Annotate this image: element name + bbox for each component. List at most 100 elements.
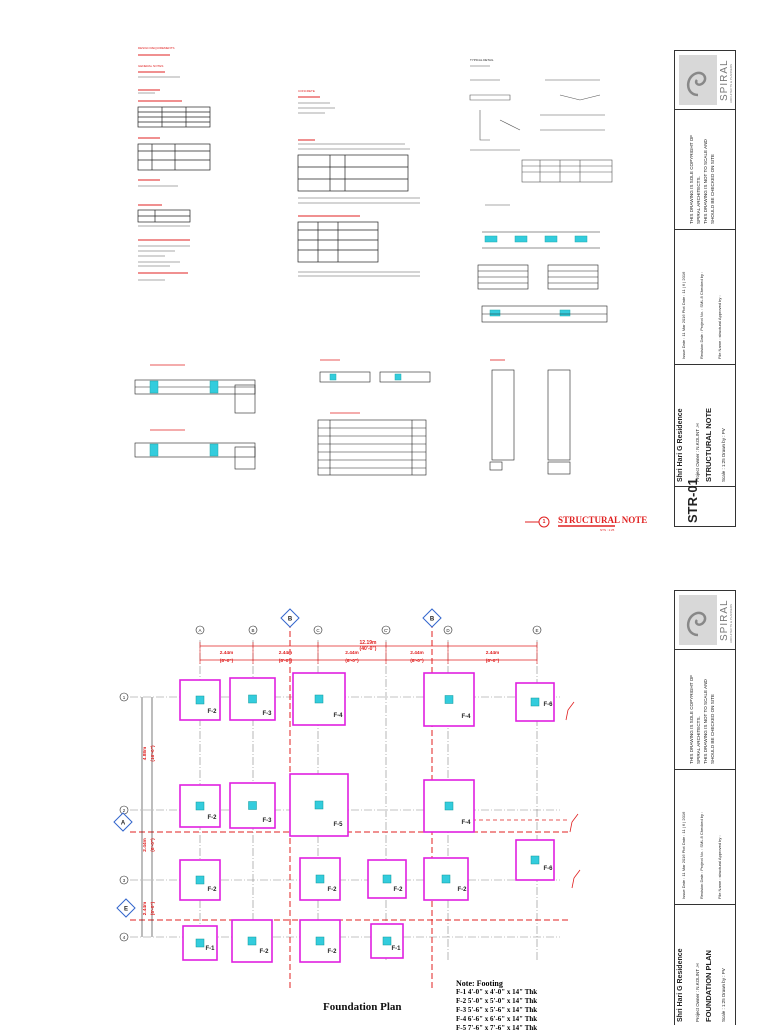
drawing-number: STR-01 [685, 478, 700, 523]
dimension-text: (8'-0") [410, 658, 424, 664]
dimension-text: 2.44m [220, 650, 234, 656]
column [444, 695, 454, 704]
section-marker-label: B [288, 617, 293, 623]
footing-label: F-2 [394, 887, 404, 893]
grid-label: B [251, 628, 254, 633]
footing [179, 784, 221, 828]
client-line: Project Owner : N.KOLINT .H [695, 963, 700, 1022]
info-line: Revision Date : Project No. : SML 8 Chec… [699, 811, 704, 899]
grid-bubble [532, 625, 542, 635]
column [530, 697, 540, 707]
note-number: 1 [542, 519, 546, 525]
structural-note-drawing [134, 54, 615, 528]
column [247, 936, 257, 946]
column [441, 874, 451, 884]
spiral-logo-1: SPIRAL ARCHITECTS & PLANNERS [675, 51, 735, 110]
general-notes-heading: GENERAL NOTES [138, 64, 164, 68]
grid-label: A [198, 628, 201, 633]
column [248, 801, 257, 810]
section-marker-label: B [430, 617, 435, 623]
drawing-title: STRUCTURAL NOTE [704, 407, 713, 482]
footing-schedule-row: F-1 4'-0" x 4'-0" x 14" Thk [456, 988, 538, 996]
scale-line: Scale : 1:25 Drawn by : PV [721, 968, 726, 1022]
break-mark [569, 813, 579, 833]
structural-note-title: STRUCTURAL NOTE [558, 515, 648, 525]
dimension-text: 2.44m [142, 838, 148, 852]
footing-schedule: Note: Footing F-1 4'-0" x 4'-0" x 14" Th… [456, 979, 556, 1033]
project-box-2: Shri Hari G Residence Project Owner : N.… [675, 904, 735, 1025]
column [314, 800, 324, 810]
dimension-text: 4.88m [142, 747, 148, 761]
footing-label: F-6 [544, 702, 554, 708]
footing-label: F-1 [392, 946, 402, 952]
dimension-text: (8'-0") [279, 658, 293, 664]
copyright-line: SPIRAL ARCHITECTS. [696, 176, 701, 224]
copyright-line: THIS DRAWING IS SOLE COPYRIGHT OF [689, 674, 694, 764]
copyright-line: THIS DRAWING IS NOT TO SCALE AND [703, 679, 708, 764]
break-mark [565, 701, 575, 721]
structural-note-scale: NTS : 1:25 [600, 528, 615, 532]
grid-bubble [119, 875, 129, 885]
grid-bubble [443, 625, 453, 635]
title-block-2: SPIRAL ARCHITECTS & PLANNERS THIS DRAWIN… [674, 590, 736, 1025]
copyright-line: SHOULD BE CHECKED ON SITE [710, 154, 715, 224]
grid-label: C' [384, 628, 388, 633]
footing-label: F-5 [334, 822, 344, 828]
column [444, 801, 454, 811]
column [315, 874, 325, 884]
logo-subtext: ARCHITECTS & PLANNERS [729, 603, 733, 643]
copyright-box-1: THIS DRAWING IS SOLE COPYRIGHT OF SPIRAL… [675, 109, 735, 230]
spiral-logo-2: SPIRAL ARCHITECTS & PLANNERS [675, 591, 735, 650]
project-name: Shri Hari G Residence [677, 408, 684, 482]
footing-label: F-6 [544, 866, 554, 872]
dimension-text: 2.44m [410, 650, 424, 656]
spiral-logo-icon [679, 595, 717, 645]
info-line: Revision Date : Project No. : SML 8 Chec… [699, 271, 704, 359]
dimension-text: (8'-0") [220, 658, 234, 664]
column [195, 695, 205, 705]
grid-bubble [119, 932, 129, 942]
grid-label: 1 [123, 695, 126, 700]
grid-bubble [248, 625, 258, 635]
copyright-line: SHOULD BE CHECKED ON SITE [710, 694, 715, 764]
footing-label: F-2 [208, 815, 218, 821]
info-box-2: Issue Date : 11 Mar 2016 Plot Date : 11 … [675, 769, 735, 905]
footing-schedule-title: Note: Footing [456, 979, 503, 988]
grid-bubble [195, 625, 205, 635]
grid-bubble [313, 625, 323, 635]
column [382, 874, 392, 884]
typical-detail-heading: TYPICAL DETAIL [470, 58, 494, 62]
footing-label: F-4 [462, 714, 472, 720]
info-line: Issue Date : 11 Mar 2016 Plot Date : 11 … [681, 271, 686, 359]
footing-label: F-2 [208, 709, 218, 715]
design-requirements-heading: DESIGN REQUIREMENTS [138, 46, 175, 50]
project-name: Shri Hari G Residence [677, 948, 684, 1022]
section-marker-icon [116, 898, 136, 918]
project-box-1: Shri Hari G Residence Project Owner : N.… [675, 364, 735, 487]
dimension-text: 2.44m [486, 650, 500, 656]
grid-label: 2 [123, 808, 126, 813]
grid-label: E [535, 628, 538, 633]
dimension-text: 2.44m [142, 902, 148, 916]
dimension-text: 2.44m [279, 650, 293, 656]
info-box-1: Issue Date : 11 Mar 2016 Plot Date : 11 … [675, 229, 735, 365]
footing-label: F-2 [458, 887, 468, 893]
footing-label: F-3 [263, 711, 273, 717]
dimension-text: 12.19m [360, 640, 378, 646]
scale-line: Scale : 1:25 Drawn by : PV [721, 428, 726, 482]
section-marker-icon [422, 608, 442, 628]
footing-schedule-row: F-4 6'-6" x 6'-6" x 14" Thk [456, 1015, 538, 1023]
foundation-plan-title: Foundation Plan [323, 1001, 402, 1013]
client-line: Project Owner : N.KOLINT .H [695, 423, 700, 482]
grid-bubble [119, 692, 129, 702]
title-block-1: SPIRAL ARCHITECTS & PLANNERS THIS DRAWIN… [674, 50, 736, 527]
footing-label: F-2 [328, 887, 338, 893]
copyright-line: THIS DRAWING IS NOT TO SCALE AND [703, 139, 708, 224]
info-line: File Name : structural Approved by : [717, 835, 722, 899]
column [314, 694, 324, 704]
footing-label: F-2 [328, 949, 338, 955]
dimension-text: (8'-0") [150, 901, 156, 915]
footing-label: F-1 [206, 946, 216, 952]
